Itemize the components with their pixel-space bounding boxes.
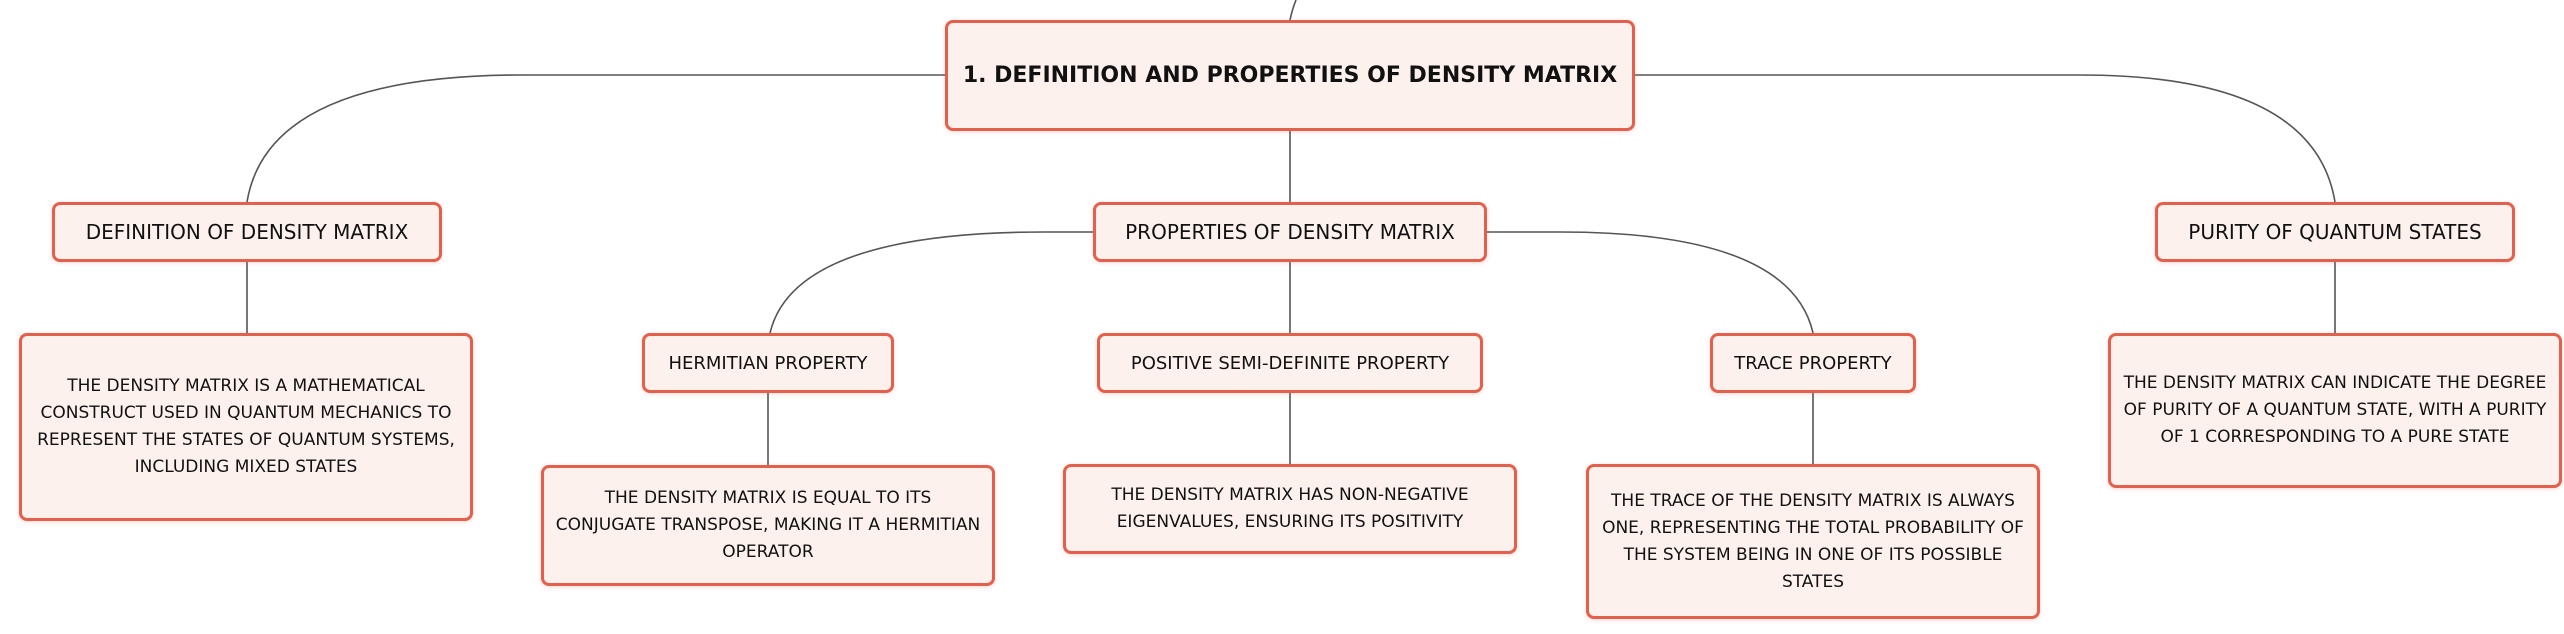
purity-description-text: THE DENSITY MATRIX CAN INDICATE THE DEGR… bbox=[2123, 373, 2547, 447]
hermitian-topic[interactable]: HERMITIAN PROPERTY bbox=[642, 333, 894, 393]
purity-description[interactable]: THE DENSITY MATRIX CAN INDICATE THE DEGR… bbox=[2108, 333, 2562, 488]
positive-semidefinite-description-text: THE DENSITY MATRIX HAS NON-NEGATIVE EIGE… bbox=[1111, 485, 1469, 532]
trace-topic[interactable]: TRACE PROPERTY bbox=[1710, 333, 1916, 393]
positive-semidefinite-description[interactable]: THE DENSITY MATRIX HAS NON-NEGATIVE EIGE… bbox=[1063, 464, 1517, 554]
connector-root-purity bbox=[1635, 74, 2336, 203]
purity-topic[interactable]: PURITY OF QUANTUM STATES bbox=[2155, 202, 2515, 262]
definition-description[interactable]: THE DENSITY MATRIX IS A MATHEMATICAL CON… bbox=[19, 333, 473, 521]
connector-properties-trace bbox=[1487, 231, 1814, 334]
purity-topic-label: PURITY OF QUANTUM STATES bbox=[2188, 220, 2482, 244]
positive-semidefinite-topic-label: POSITIVE SEMI-DEFINITE PROPERTY bbox=[1130, 352, 1450, 374]
trace-topic-label: TRACE PROPERTY bbox=[1734, 352, 1892, 374]
connector-root-parent bbox=[1289, 0, 1297, 21]
hermitian-topic-label: HERMITIAN PROPERTY bbox=[668, 352, 868, 374]
hermitian-description-text: THE DENSITY MATRIX IS EQUAL TO ITS CONJU… bbox=[555, 488, 981, 562]
root-topic-label: 1. DEFINITION AND PROPERTIES OF DENSITY … bbox=[962, 63, 1618, 88]
properties-topic[interactable]: PROPERTIES OF DENSITY MATRIX bbox=[1093, 202, 1487, 262]
connector-properties-hermitian bbox=[769, 231, 1093, 334]
definition-topic-label: DEFINITION OF DENSITY MATRIX bbox=[85, 220, 409, 244]
connector-root-definition bbox=[246, 74, 945, 203]
trace-description-text: THE TRACE OF THE DENSITY MATRIX IS ALWAY… bbox=[1602, 490, 2024, 592]
root-topic[interactable]: 1. DEFINITION AND PROPERTIES OF DENSITY … bbox=[945, 20, 1635, 131]
properties-topic-label: PROPERTIES OF DENSITY MATRIX bbox=[1125, 220, 1455, 244]
trace-description[interactable]: THE TRACE OF THE DENSITY MATRIX IS ALWAY… bbox=[1586, 464, 2040, 619]
definition-topic[interactable]: DEFINITION OF DENSITY MATRIX bbox=[52, 202, 442, 262]
positive-semidefinite-topic[interactable]: POSITIVE SEMI-DEFINITE PROPERTY bbox=[1097, 333, 1483, 393]
definition-description-text: THE DENSITY MATRIX IS A MATHEMATICAL CON… bbox=[37, 376, 455, 477]
hermitian-description[interactable]: THE DENSITY MATRIX IS EQUAL TO ITS CONJU… bbox=[541, 465, 995, 586]
